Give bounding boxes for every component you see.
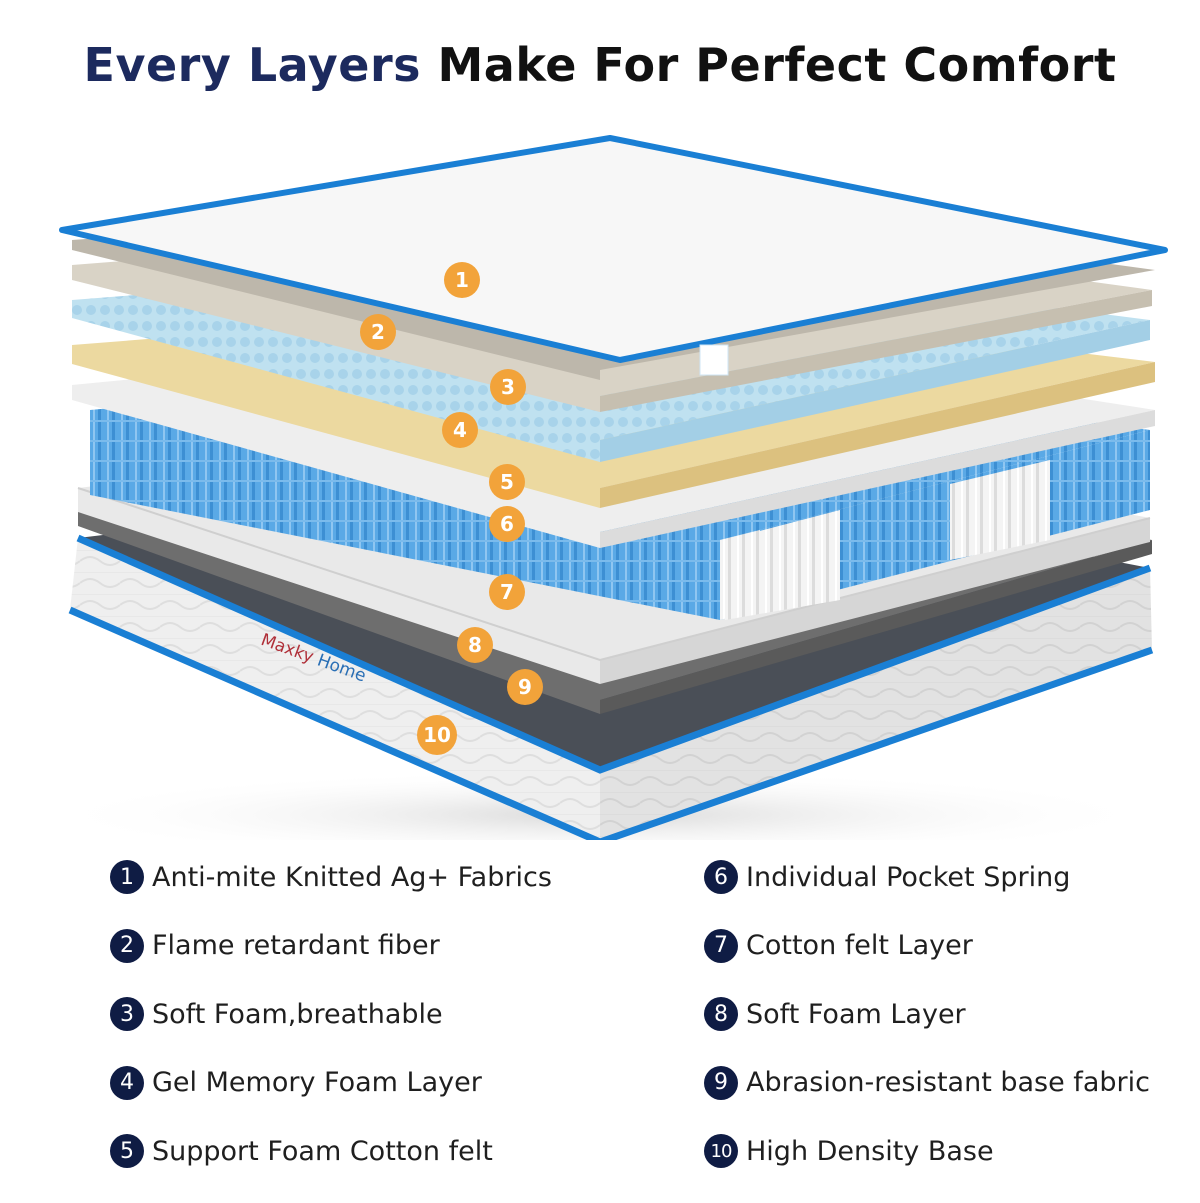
legend-number: 9 <box>704 1065 738 1100</box>
legend-item: 9 Abrasion-resistant base fabric <box>704 1065 1150 1100</box>
badge-8: 8 <box>457 627 493 663</box>
title-rest: Make For Perfect Comfort <box>437 38 1117 92</box>
legend-label: Soft Foam Layer <box>746 998 966 1030</box>
badge-2: 2 <box>360 314 396 350</box>
title-highlight: Every Layers <box>83 38 422 92</box>
badge-4: 4 <box>442 412 478 448</box>
legend-label: Abrasion-resistant base fabric <box>746 1067 1150 1098</box>
svg-text:5: 5 <box>500 470 514 494</box>
legend-number: 3 <box>110 997 144 1031</box>
legend-number: 8 <box>704 997 738 1031</box>
legend-label: Support Foam Cotton felt <box>152 1135 493 1167</box>
legend-item: 2 Flame retardant fiber <box>110 928 552 963</box>
layer-1-top-fabric <box>59 135 1168 376</box>
legend-number: 2 <box>110 928 144 963</box>
legend-number: 4 <box>110 1065 144 1100</box>
svg-text:8: 8 <box>468 633 482 657</box>
badge-3: 3 <box>490 369 526 405</box>
svg-text:9: 9 <box>518 675 532 699</box>
legend-label: Cotton felt Layer <box>746 930 973 961</box>
legend-label: Gel Memory Foam Layer <box>152 1067 482 1098</box>
badge-6: 6 <box>489 506 525 542</box>
svg-text:10: 10 <box>423 723 451 747</box>
legend-label: Individual Pocket Spring <box>746 861 1071 893</box>
svg-text:7: 7 <box>500 580 514 604</box>
badge-10: 10 <box>417 715 457 755</box>
legend-item: 4 Gel Memory Foam Layer <box>110 1065 552 1100</box>
mattress-layers-illustration: Maxky Home 1 2 3 4 5 6 7 8 9 10 <box>40 135 1168 840</box>
badge-7: 7 <box>489 574 525 610</box>
badge-1: 1 <box>444 262 480 298</box>
svg-text:1: 1 <box>455 268 469 292</box>
svg-text:4: 4 <box>453 418 467 442</box>
badge-5: 5 <box>489 464 525 500</box>
legend-number: 5 <box>110 1134 144 1168</box>
legend-label: Flame retardant fiber <box>152 930 440 961</box>
legend-label: High Density Base <box>746 1135 994 1167</box>
svg-text:6: 6 <box>500 512 514 536</box>
legend-item: 7 Cotton felt Layer <box>704 928 1150 963</box>
svg-text:2: 2 <box>371 320 385 344</box>
svg-text:3: 3 <box>501 375 515 399</box>
legend-label: Anti-mite Knitted Ag+ Fabrics <box>152 861 552 893</box>
badge-9: 9 <box>507 669 543 705</box>
legend-number: 10 <box>704 1134 738 1168</box>
legend-number: 7 <box>704 928 738 963</box>
legend-number: 1 <box>110 860 144 894</box>
legend-label: Soft Foam,breathable <box>152 998 443 1030</box>
legend-number: 6 <box>704 860 738 894</box>
page-title: Every Layers Make For Perfect Comfort <box>0 38 1200 92</box>
